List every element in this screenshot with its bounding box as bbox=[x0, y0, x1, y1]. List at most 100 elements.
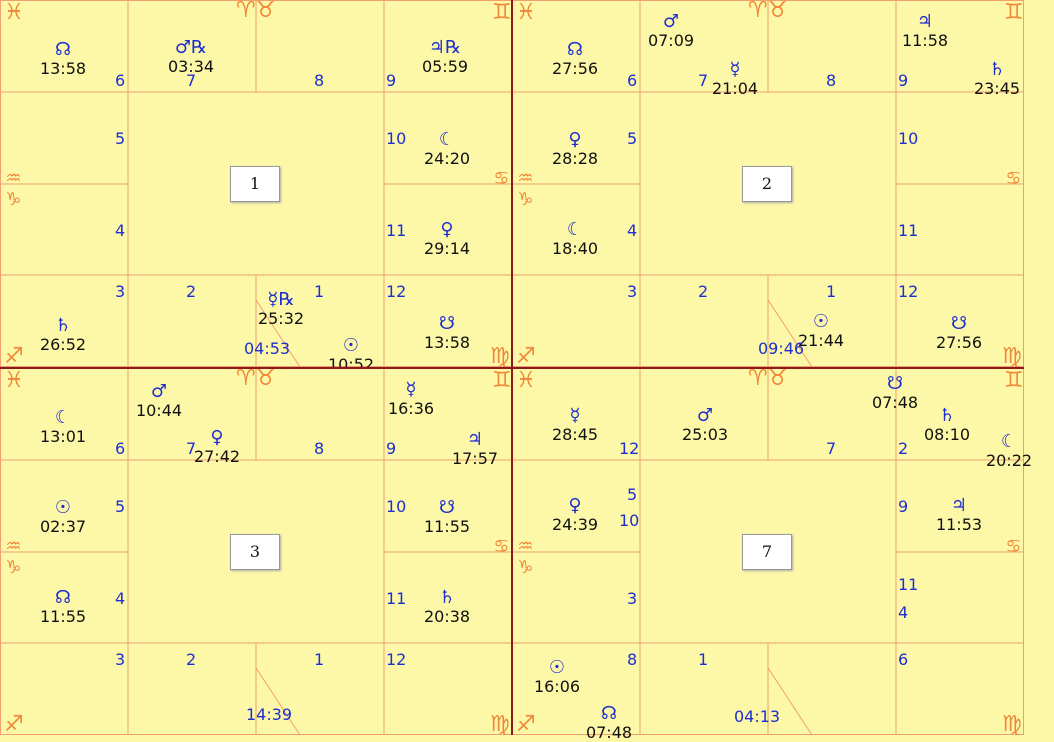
planet-degree: 27:56 bbox=[551, 59, 599, 78]
zodiac-sign-mid_left: ♒♑ bbox=[515, 536, 536, 578]
house-number: 1 bbox=[698, 650, 709, 669]
planet-glyph-icon: ♃ bbox=[950, 495, 968, 516]
house-number: 2 bbox=[698, 282, 709, 301]
planet-glyph-icon: ☊ bbox=[55, 39, 71, 60]
house-number: 1 bbox=[314, 282, 325, 301]
planet-degree: 17:57 bbox=[451, 449, 499, 468]
planet-degree: 28:28 bbox=[551, 149, 599, 168]
chart-number-button[interactable]: 1 bbox=[230, 166, 280, 202]
house-number: 8 bbox=[314, 439, 325, 458]
planet-degree: 29:14 bbox=[423, 239, 471, 258]
house-number: 3 bbox=[115, 282, 126, 301]
planet-glyph-icon: ♃℞ bbox=[428, 37, 462, 58]
house-number: 12 bbox=[619, 439, 640, 458]
zodiac-sign-mid_left: ♒♑ bbox=[3, 536, 24, 578]
planet-degree: 07:48 bbox=[585, 723, 633, 742]
house-number: 3 bbox=[627, 282, 638, 301]
house-number: 4 bbox=[115, 589, 126, 608]
zodiac-sign-top_left: ♓ bbox=[4, 368, 24, 393]
house-number: 5 bbox=[115, 497, 126, 516]
house-number: 7 bbox=[698, 71, 709, 90]
zodiac-sign-bot_left: ♐ bbox=[516, 712, 536, 737]
planet-degree: 25:03 bbox=[681, 425, 729, 444]
chart-number-button[interactable]: 7 bbox=[742, 534, 792, 570]
zodiac-sign-bot_right: ♍ bbox=[1002, 344, 1022, 369]
planet-position: ♄20:38 bbox=[402, 588, 492, 626]
house-number: 11 bbox=[898, 221, 919, 240]
planet-glyph-icon: ♄ bbox=[54, 315, 72, 336]
house-number: 11 bbox=[898, 575, 919, 594]
planet-position: ☋13:58 bbox=[402, 314, 492, 352]
planet-position: ♃11:53 bbox=[914, 496, 1004, 534]
planet-position: ♄26:52 bbox=[18, 316, 108, 354]
planet-position: ♂10:44 bbox=[114, 382, 204, 420]
planet-glyph-icon: ☾ bbox=[566, 219, 584, 240]
house-number: 9 bbox=[386, 439, 397, 458]
planet-position: ☉21:44 bbox=[776, 312, 866, 350]
planet-position: ☾20:22 bbox=[964, 432, 1054, 470]
house-number: 4 bbox=[115, 221, 126, 240]
planet-position: ☋11:55 bbox=[402, 498, 492, 536]
house-number: 6 bbox=[627, 71, 638, 90]
planet-degree: 27:42 bbox=[193, 447, 241, 466]
planet-glyph-icon: ☊ bbox=[567, 39, 583, 60]
planet-glyph-icon: ♀ bbox=[210, 427, 224, 448]
house-number: 2 bbox=[898, 439, 909, 458]
house-number: 5 bbox=[627, 485, 638, 504]
planet-position: ☋27:56 bbox=[914, 314, 1004, 352]
planet-glyph-icon: ♀ bbox=[440, 219, 454, 240]
house-number: 5 bbox=[115, 129, 126, 148]
planet-degree: 28:45 bbox=[551, 425, 599, 444]
planet-glyph-icon: ♃ bbox=[916, 11, 934, 32]
planet-degree: 24:39 bbox=[551, 515, 599, 534]
house-number: 7 bbox=[186, 439, 197, 458]
planet-glyph-icon: ☋ bbox=[887, 373, 903, 394]
planet-glyph-icon: ☋ bbox=[439, 497, 455, 518]
zodiac-sign-top_left: ♓ bbox=[516, 368, 536, 393]
house-number: 6 bbox=[115, 439, 126, 458]
planet-degree: 21:44 bbox=[797, 331, 845, 350]
chart-number-button[interactable]: 3 bbox=[230, 534, 280, 570]
house-number: 9 bbox=[898, 497, 909, 516]
planet-degree: 03:34 bbox=[167, 57, 215, 76]
planet-position: ♂07:09 bbox=[626, 12, 716, 50]
planet-degree: 16:36 bbox=[387, 399, 435, 418]
zodiac-sign-bot_right: ♍ bbox=[490, 344, 510, 369]
zodiac-sign-bot_right: ♍ bbox=[1002, 712, 1022, 737]
house-number: 4 bbox=[898, 603, 909, 622]
planet-degree: 27:56 bbox=[935, 333, 983, 352]
house-number: 8 bbox=[314, 71, 325, 90]
house-number: 3 bbox=[627, 589, 638, 608]
zodiac-sign-bot_left: ♐ bbox=[4, 344, 24, 369]
zodiac-sign-mid_right: ♋ bbox=[1003, 168, 1024, 189]
planet-position: ☿℞25:32 bbox=[236, 290, 326, 328]
house-number: 9 bbox=[898, 71, 909, 90]
planet-glyph-icon: ☿ bbox=[405, 379, 417, 400]
planet-degree: 21:04 bbox=[711, 79, 759, 98]
ascendant-degree: 04:53 bbox=[244, 339, 291, 358]
planet-glyph-icon: ♀ bbox=[568, 495, 582, 516]
planet-glyph-icon: ♄ bbox=[438, 587, 456, 608]
planet-degree: 23:45 bbox=[973, 79, 1021, 98]
planet-glyph-icon: ♄ bbox=[938, 405, 956, 426]
planet-glyph-icon: ☉ bbox=[548, 657, 566, 678]
ascendant-degree: 09:46 bbox=[758, 339, 805, 358]
house-number: 10 bbox=[386, 129, 407, 148]
planet-position: ♂℞03:34 bbox=[146, 38, 236, 76]
planet-glyph-icon: ☾ bbox=[1000, 431, 1018, 452]
planet-degree: 11:55 bbox=[39, 607, 87, 626]
planet-degree: 02:37 bbox=[39, 517, 87, 536]
planet-position: ♂25:03 bbox=[660, 406, 750, 444]
chart-number-button[interactable]: 2 bbox=[742, 166, 792, 202]
house-number: 11 bbox=[386, 221, 407, 240]
planet-position: ☾13:01 bbox=[18, 408, 108, 446]
planet-degree: 11:53 bbox=[935, 515, 983, 534]
planet-position: ♀27:42 bbox=[172, 428, 262, 466]
planet-degree: 25:32 bbox=[257, 309, 305, 328]
zodiac-sign-top_right: ♊ bbox=[1004, 368, 1024, 393]
ascendant-degree: 04:13 bbox=[734, 707, 781, 726]
chart-grid bbox=[512, 0, 1024, 368]
